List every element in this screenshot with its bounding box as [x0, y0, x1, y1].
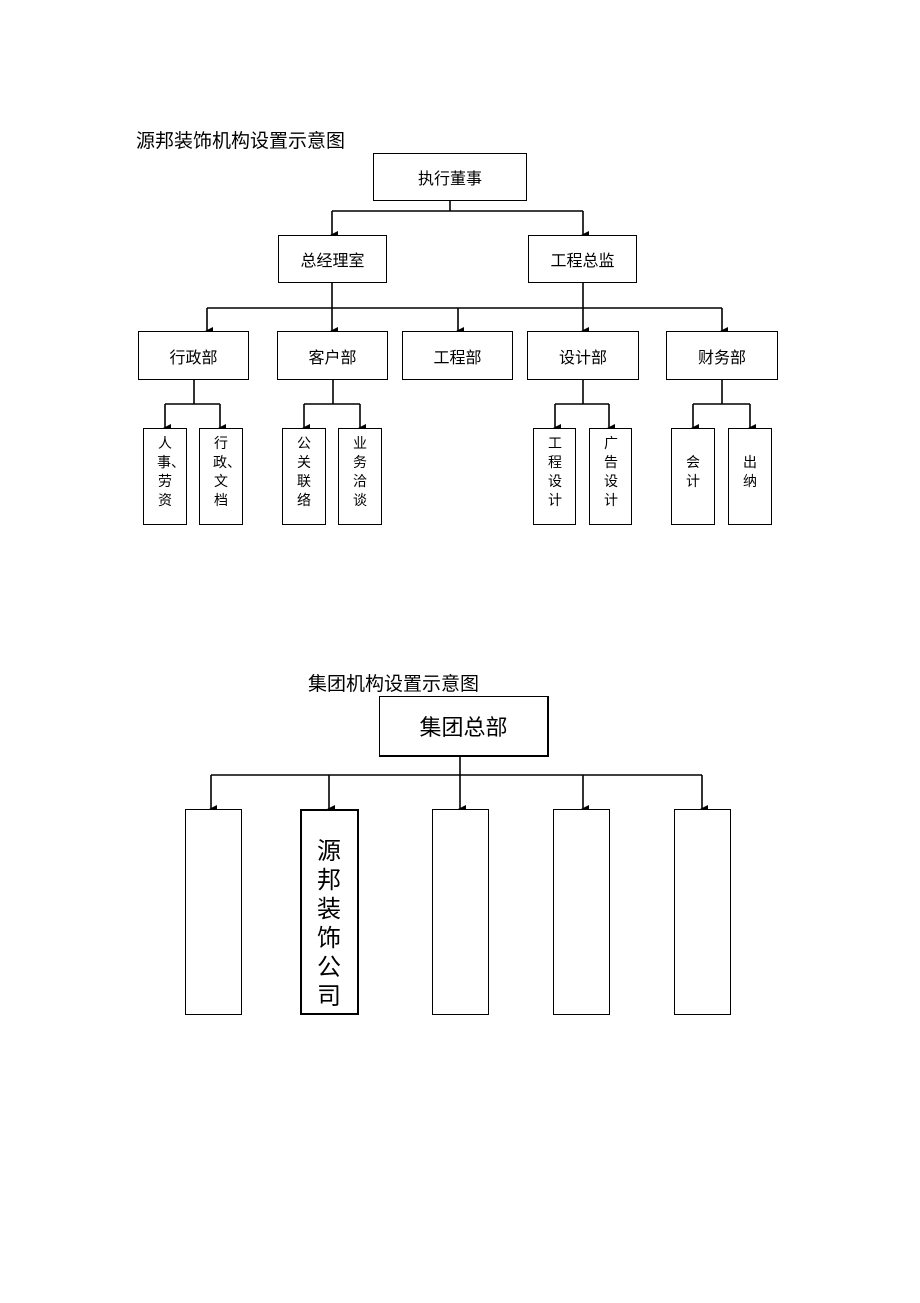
node-sub-engineering-design-label: 工程设计: [548, 436, 562, 509]
node-dept-design: 设计部: [527, 331, 639, 380]
node-sub-accounting: 会计: [671, 428, 715, 525]
node-subsidiary-5: [674, 809, 731, 1015]
node-subsidiary-1: [185, 809, 242, 1015]
node-sub-public-relations-label: 公关联络: [297, 436, 311, 509]
node-sub-admin-docs-label: 行政、文档: [213, 436, 241, 509]
node-subsidiary-4: [553, 809, 610, 1015]
node-group-headquarters: 集团总部: [379, 696, 549, 757]
node-dept-finance: 财务部: [666, 331, 778, 380]
node-sub-public-relations: 公关联络: [282, 428, 326, 525]
node-sub-advertising-design: 广告设计: [589, 428, 632, 525]
node-sub-cashier-label: 出纳: [743, 455, 757, 490]
node-general-manager-office: 总经理室: [278, 235, 387, 283]
node-subsidiary-yuanbang-label: 源邦装饰公司: [317, 837, 341, 1010]
node-sub-hr-payroll: 人事、劳资: [143, 428, 187, 525]
node-sub-advertising-design-label: 广告设计: [604, 436, 618, 509]
node-executive-director: 执行董事: [373, 153, 527, 201]
node-engineering-director: 工程总监: [528, 235, 637, 283]
node-sub-business-negotiation-label: 业务洽谈: [353, 436, 367, 509]
node-dept-engineering: 工程部: [402, 331, 513, 380]
node-dept-admin: 行政部: [138, 331, 249, 380]
node-subsidiary-3: [432, 809, 489, 1015]
chart2-title: 集团机构设置示意图: [308, 673, 480, 695]
node-dept-client: 客户部: [277, 331, 388, 380]
node-sub-engineering-design: 工程设计: [533, 428, 576, 525]
node-sub-accounting-label: 会计: [686, 455, 700, 490]
node-sub-cashier: 出纳: [728, 428, 772, 525]
node-subsidiary-yuanbang: 源邦装饰公司: [300, 809, 359, 1015]
chart1-title: 源邦装饰机构设置示意图: [136, 130, 346, 152]
node-sub-hr-payroll-label: 人事、劳资: [157, 436, 185, 509]
node-sub-admin-docs: 行政、文档: [199, 428, 243, 525]
node-sub-business-negotiation: 业务洽谈: [338, 428, 382, 525]
